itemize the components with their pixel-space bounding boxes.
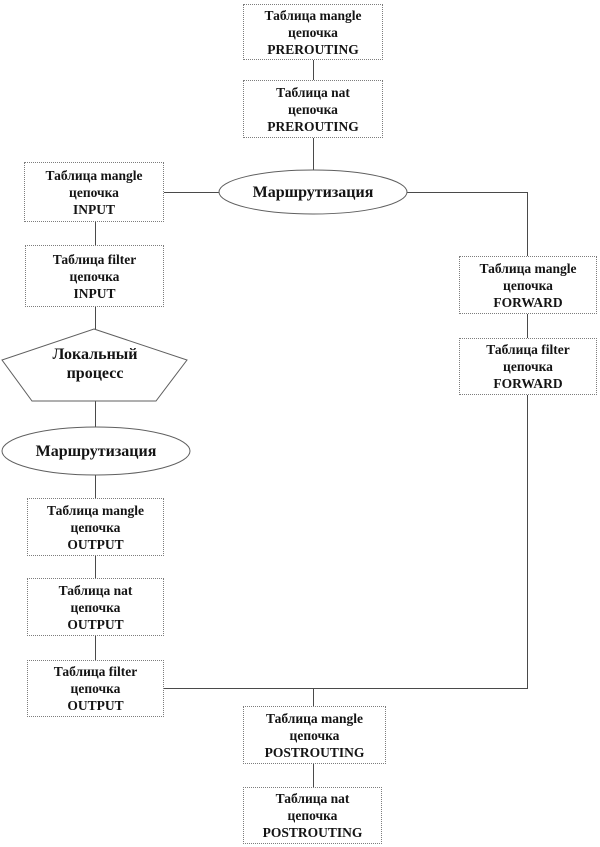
node-line: Таблица mangle (479, 260, 577, 276)
node-mangle-output: Таблица mangle цепочка OUTPUT (27, 498, 164, 556)
local-process-pentagon (1, 328, 188, 402)
node-line: OUTPUT (67, 536, 124, 552)
node-line: INPUT (73, 285, 116, 301)
node-line: цепочка (70, 599, 121, 615)
node-line: POSTROUTING (262, 825, 363, 840)
node-line: Таблица mangle (264, 7, 362, 23)
node-line: FORWARD (493, 294, 563, 310)
node-line: цепочка (287, 808, 338, 823)
node-line: цепочка (503, 277, 553, 293)
node-line: цепочка (69, 184, 119, 200)
node-mangle-postrouting: Таблица mangle цепочка POSTROUTING (243, 706, 386, 764)
node-line: цепочка (289, 727, 340, 743)
node-mangle-prerouting: Таблица mangle цепочка PREROUTING (243, 4, 383, 60)
node-line: цепочка (69, 268, 120, 284)
node-line: OUTPUT (67, 616, 124, 632)
node-filter-output: Таблица filter цепочка OUTPUT (27, 660, 164, 717)
node-line: Таблица nat (58, 582, 133, 598)
node-line: Таблица mangle (46, 502, 145, 518)
connector-lines (95, 60, 528, 787)
node-mangle-input: Таблица mangle цепочка INPUT (24, 162, 164, 222)
node-line: FORWARD (493, 376, 563, 391)
node-line: INPUT (72, 201, 115, 217)
node-line: POSTROUTING (264, 744, 365, 760)
routing-ellipse-top (218, 169, 408, 215)
node-line: цепочка (503, 359, 553, 374)
node-line: цепочка (70, 681, 121, 696)
node-mangle-forward: Таблица mangle цепочка FORWARD (459, 256, 597, 314)
node-line: Таблица nat (276, 84, 350, 100)
node-line: цепочка (70, 519, 121, 535)
node-line: Таблица filter (53, 664, 138, 679)
routing-ellipse-left (1, 426, 191, 476)
node-line: цепочка (288, 101, 338, 117)
node-nat-prerouting: Таблица nat цепочка PREROUTING (243, 80, 383, 138)
node-filter-forward: Таблица filter цепочка FORWARD (459, 338, 597, 395)
node-line: Таблица mangle (45, 167, 143, 183)
node-line: Таблица mangle (265, 710, 364, 726)
node-nat-postrouting: Таблица nat цепочка POSTROUTING (243, 787, 382, 844)
node-line: Таблица nat (275, 791, 350, 806)
node-nat-output: Таблица nat цепочка OUTPUT (27, 578, 164, 636)
node-filter-input: Таблица filter цепочка INPUT (25, 245, 164, 307)
node-line: Таблица filter (52, 251, 137, 267)
node-line: цепочка (288, 24, 338, 40)
node-line: PREROUTING (267, 41, 359, 57)
node-line: Таблица filter (486, 342, 570, 357)
node-line: OUTPUT (67, 698, 124, 713)
node-line: PREROUTING (267, 118, 359, 134)
